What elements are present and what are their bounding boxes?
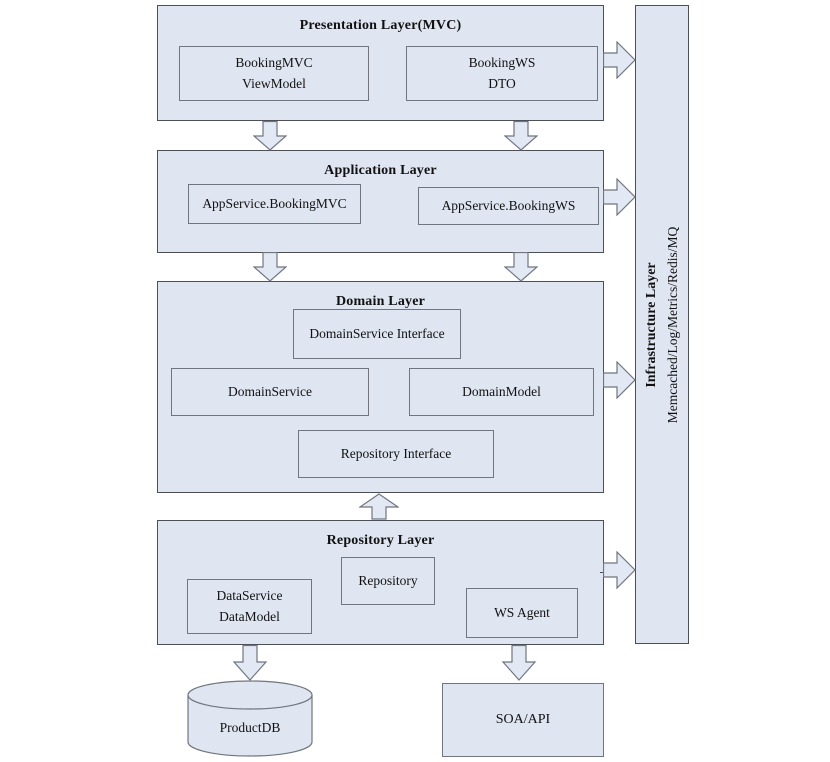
infrastructure-layer-title: Infrastructure Layer xyxy=(644,261,659,388)
arrow-right-icon xyxy=(603,361,636,399)
arrow-down-icon xyxy=(504,252,538,282)
node-label: Repository Interface xyxy=(340,445,452,461)
node-bookingmvc-viewmodel: BookingMVC ViewModel xyxy=(179,46,369,101)
soa-api-label: SOA/API xyxy=(495,712,551,727)
node-label: Repository xyxy=(358,572,418,588)
arrow-down-icon xyxy=(504,121,538,151)
node-label: DataService xyxy=(216,588,283,604)
node-dataservice-datamodel: DataService DataModel xyxy=(187,579,312,634)
infrastructure-layer-text: Infrastructure Layer Memcached/Log/Metri… xyxy=(641,226,683,422)
node-domainservice-interface: DomainService Interface xyxy=(293,309,461,359)
arrow-right-icon xyxy=(603,41,636,79)
node-label: DomainService xyxy=(228,383,312,399)
repository-layer: Repository Layer Repository DataService … xyxy=(157,520,604,645)
domain-layer-title: Domain Layer xyxy=(335,294,426,309)
infrastructure-layer-subtitle: Memcached/Log/Metrics/Redis/MQ xyxy=(665,226,680,423)
presentation-layer-title: Presentation Layer(MVC) xyxy=(299,18,462,33)
arrow-down-icon xyxy=(232,645,268,681)
arrow-down-icon xyxy=(253,252,287,282)
node-label: WS Agent xyxy=(494,604,550,620)
productdb-label: ProductDB xyxy=(219,720,281,735)
node-domainservice: DomainService xyxy=(171,368,369,416)
node-repository: Repository xyxy=(341,557,435,605)
arrow-up-icon xyxy=(359,493,399,520)
node-label: DomainModel xyxy=(462,383,541,399)
node-appservice-bookingws: AppService.BookingWS xyxy=(418,187,599,225)
productdb-database: ProductDB xyxy=(187,680,313,758)
arrow-right-icon xyxy=(603,551,636,589)
presentation-layer: Presentation Layer(MVC) BookingMVC ViewM… xyxy=(157,5,604,121)
infrastructure-layer: Infrastructure Layer Memcached/Log/Metri… xyxy=(635,5,689,644)
node-label: ViewModel xyxy=(242,75,306,91)
node-label: AppService.BookingWS xyxy=(441,197,576,213)
repository-layer-title: Repository Layer xyxy=(326,533,435,548)
node-ws-agent: WS Agent xyxy=(466,588,578,638)
domain-layer: Domain Layer DomainService Interface Dom… xyxy=(157,281,604,493)
node-label: AppService.BookingMVC xyxy=(202,195,347,211)
node-label: DTO xyxy=(488,75,516,91)
arrow-down-icon xyxy=(253,121,287,151)
soa-api-box: SOA/API xyxy=(442,683,604,757)
node-label: DomainService Interface xyxy=(309,325,445,341)
node-label: BookingMVC xyxy=(235,55,313,71)
application-layer-title: Application Layer xyxy=(324,163,437,178)
node-domainmodel: DomainModel xyxy=(409,368,594,416)
node-bookingws-dto: BookingWS DTO xyxy=(406,46,598,101)
arrow-down-icon xyxy=(501,645,537,681)
node-label: BookingWS xyxy=(468,55,536,71)
application-layer: Application Layer AppService.BookingMVC … xyxy=(157,150,604,253)
node-repository-interface: Repository Interface xyxy=(298,430,494,478)
node-appservice-bookingmvc: AppService.BookingMVC xyxy=(188,184,361,224)
node-label: DataModel xyxy=(219,608,280,624)
arrow-right-icon xyxy=(603,178,636,216)
database-cylinder-icon xyxy=(187,680,313,757)
